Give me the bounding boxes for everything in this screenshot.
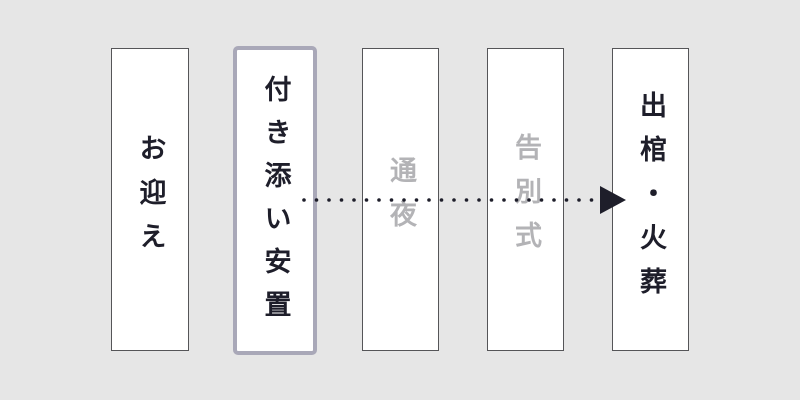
step-label-tsuya: 通夜	[385, 155, 416, 244]
step-label-tsukisoi-anchi: 付き添い安置	[259, 74, 291, 333]
step-box-shukkan-kaso: 出棺・火葬	[612, 48, 689, 351]
step-box-tsukisoi-anchi: 付き添い安置	[233, 46, 317, 355]
step-box-tsuya: 通夜	[362, 48, 439, 351]
step-label-omukae: お迎え	[134, 133, 166, 266]
step-label-kokubetsushiki: 告別式	[510, 132, 541, 265]
step-box-omukae: お迎え	[111, 48, 189, 351]
step-box-kokubetsushiki: 告別式	[487, 48, 564, 351]
step-label-shukkan-kaso: 出棺・火葬	[635, 90, 666, 311]
